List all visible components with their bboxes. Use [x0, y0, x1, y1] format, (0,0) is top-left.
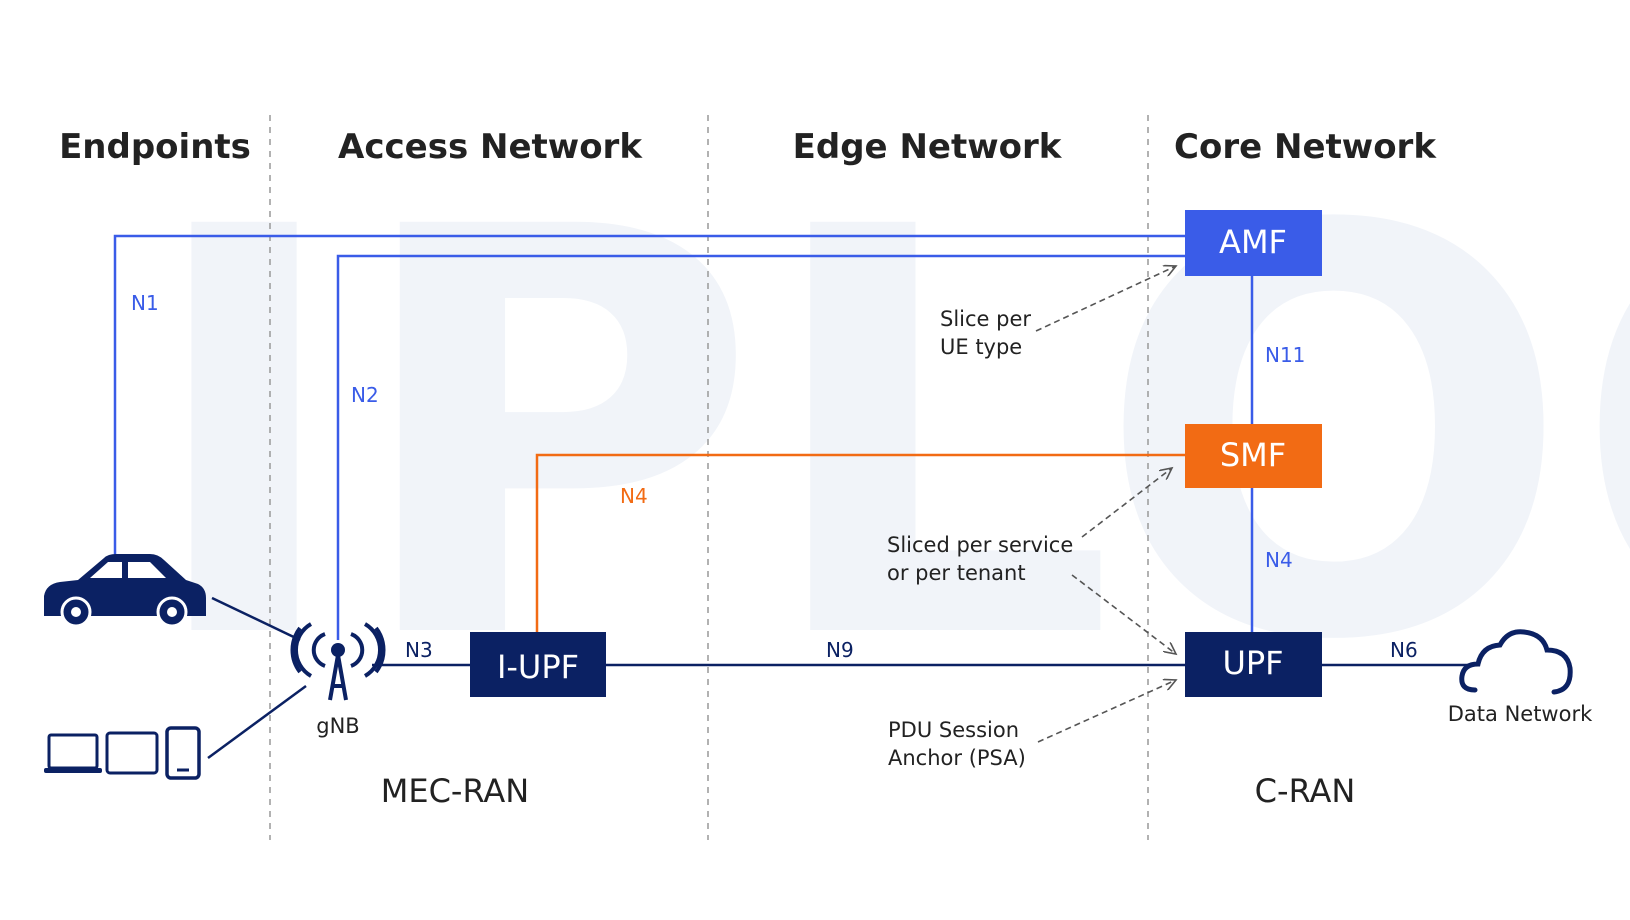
tablet-icon [105, 731, 159, 775]
n1-connection-line [113, 234, 1185, 558]
amf-node [1185, 210, 1322, 276]
n4-core-label: N4 [1265, 548, 1293, 572]
zone-label-mec-ran: MEC-RAN [381, 772, 529, 810]
n3-label: N3 [405, 638, 433, 662]
car-icon [44, 554, 206, 628]
annotation-psa-arrow [1037, 680, 1176, 743]
annotation-slice-ue-line1: Slice per [940, 307, 1031, 331]
n4-edge-connection-line [535, 453, 1185, 632]
column-title-access-network: Access Network [338, 127, 643, 167]
laptop-icon [44, 733, 102, 773]
upf-node [1185, 632, 1322, 697]
smf-node [1185, 424, 1322, 488]
gnb-label: gNB [316, 714, 359, 738]
devices-to-gnb-link [207, 684, 307, 760]
n6-label: N6 [1390, 638, 1418, 662]
phone-icon [165, 726, 201, 780]
watermark: IPLOOK [140, 111, 1630, 763]
n2-connection-line [336, 254, 1185, 640]
n11-label: N11 [1265, 343, 1305, 367]
i-upf-label: I-UPF [497, 648, 579, 686]
n1-label: N1 [131, 291, 159, 315]
n9-label: N9 [826, 638, 854, 662]
annotation-psa-line2: Anchor (PSA) [888, 746, 1026, 770]
car-to-gnb-link [211, 596, 301, 642]
column-title-edge-network: Edge Network [793, 127, 1063, 167]
data-network-label: Data Network [1448, 702, 1593, 726]
amf-label: AMF [1219, 223, 1287, 261]
zone-label-c-ran: C-RAN [1255, 772, 1356, 810]
cloud-icon [1459, 629, 1573, 695]
annotation-slice-service-line1: Sliced per service [887, 533, 1073, 557]
annotation-slice-service-arrow-upf [1071, 574, 1176, 654]
upf-label: UPF [1222, 644, 1283, 682]
i-upf-node [470, 632, 606, 697]
n4-edge-label: N4 [620, 484, 648, 508]
smf-label: SMF [1220, 436, 1286, 474]
annotation-slice-service-line2: or per tenant [887, 561, 1026, 585]
n2-label: N2 [351, 383, 379, 407]
annotation-slice-ue-line2: UE type [940, 335, 1022, 359]
annotation-slice-ue-arrow [1035, 266, 1176, 332]
column-title-endpoints: Endpoints [59, 127, 251, 167]
annotation-psa-line1: PDU Session [888, 718, 1019, 742]
annotation-slice-service-arrow-smf [1081, 468, 1172, 538]
column-title-core-network: Core Network [1174, 127, 1437, 167]
gnb-antenna-icon [290, 622, 386, 701]
